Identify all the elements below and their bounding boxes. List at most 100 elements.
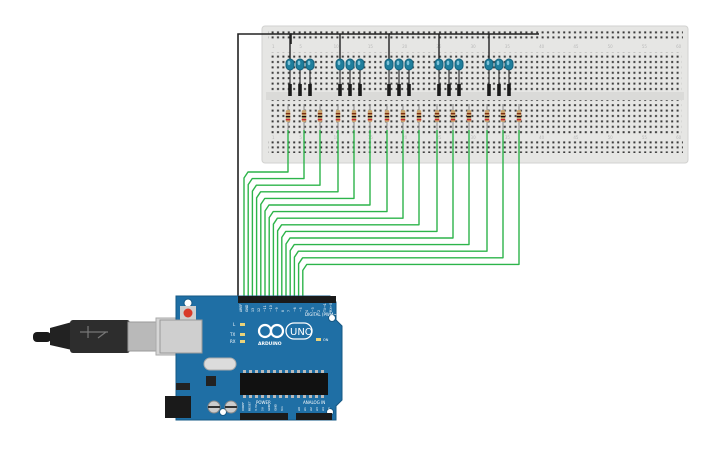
signal-wire bbox=[302, 130, 520, 298]
column-number: 35 bbox=[505, 44, 511, 49]
regulator bbox=[176, 383, 190, 390]
header-pin-label: GND bbox=[245, 304, 249, 312]
header-pin-label: 2 bbox=[317, 310, 321, 312]
diode bbox=[507, 84, 511, 96]
led-highlight bbox=[337, 60, 341, 66]
signal-wire bbox=[268, 130, 388, 298]
header-pin-label: AREF bbox=[239, 304, 243, 312]
resistor-band bbox=[466, 116, 472, 118]
brand-label: ARDUINO bbox=[258, 341, 282, 347]
column-number: 10 bbox=[334, 44, 340, 49]
crystal-oscillator bbox=[203, 357, 237, 371]
resistor-band bbox=[450, 116, 456, 118]
signal-wire bbox=[260, 130, 355, 298]
resistor-band bbox=[516, 119, 522, 121]
rgb-led bbox=[285, 58, 295, 71]
column-number: 50 bbox=[608, 135, 614, 140]
resistor-band bbox=[367, 116, 373, 118]
column-number: 55 bbox=[642, 44, 648, 49]
resistor-band bbox=[434, 113, 440, 115]
column-number: 5 bbox=[299, 135, 302, 140]
led-highlight bbox=[386, 60, 390, 66]
power-jack[interactable] bbox=[165, 396, 191, 418]
column-number: 20 bbox=[402, 135, 408, 140]
chip-pin bbox=[285, 395, 288, 398]
chip-pin bbox=[267, 370, 270, 373]
mount-hole bbox=[183, 298, 193, 308]
diode bbox=[288, 84, 292, 96]
power-pin-label: Vin bbox=[280, 406, 284, 411]
diode bbox=[387, 84, 391, 96]
column-number: 35 bbox=[505, 135, 511, 140]
led-highlight bbox=[436, 60, 440, 66]
led-l-label: L bbox=[233, 322, 236, 327]
led-highlight bbox=[307, 60, 311, 66]
rgb-led bbox=[434, 58, 444, 71]
usb-icon bbox=[80, 326, 108, 339]
signal-wire bbox=[281, 130, 438, 298]
signal-wire bbox=[272, 130, 404, 298]
on-label: ON bbox=[323, 338, 329, 342]
header-pin-label: ~3 bbox=[311, 307, 315, 312]
resistor-band bbox=[484, 119, 490, 121]
resistor-band bbox=[367, 119, 373, 121]
column-number: 20 bbox=[402, 44, 408, 49]
chip-pin bbox=[261, 395, 264, 398]
power-header bbox=[240, 413, 288, 420]
reset-button-cap[interactable] bbox=[183, 308, 193, 318]
breadboard-bottom-terminals bbox=[270, 100, 682, 134]
chip-pin bbox=[303, 395, 306, 398]
chip-pin bbox=[309, 395, 312, 398]
analog-pin-label: A5 bbox=[327, 407, 331, 411]
resistor-band bbox=[384, 119, 390, 121]
chip-pin bbox=[285, 370, 288, 373]
digital-label: DIGITAL (PWM~) bbox=[305, 312, 339, 317]
header-pin-label: 8 bbox=[281, 310, 285, 312]
resistor-band bbox=[516, 116, 522, 118]
analog-pin-label: A1 bbox=[303, 407, 307, 411]
header-pin-label: 12 bbox=[257, 308, 261, 312]
resistor-band bbox=[367, 113, 373, 115]
column-number: 1 bbox=[272, 44, 275, 49]
column-number: 50 bbox=[608, 44, 614, 49]
column-number: 40 bbox=[539, 44, 545, 49]
led-highlight bbox=[357, 60, 361, 66]
wires bbox=[237, 33, 539, 298]
breadboard[interactable]: 1155101015152020252530303535404045455050… bbox=[261, 25, 689, 164]
chip-pin bbox=[243, 395, 246, 398]
chip-pin bbox=[321, 370, 324, 373]
arduino-uno-board[interactable]: DIGITAL (PWM~) ARDUINO UNO L TX RX ON bbox=[159, 295, 343, 421]
led-highlight bbox=[347, 60, 351, 66]
resistor-band bbox=[450, 113, 456, 115]
power-pin-label: 5V bbox=[261, 406, 265, 411]
signal-wire bbox=[297, 130, 504, 298]
rgb-led bbox=[504, 58, 514, 71]
power-pin-label: RESET bbox=[248, 401, 252, 411]
power-label: POWER bbox=[256, 400, 271, 405]
led-highlight bbox=[446, 60, 450, 66]
column-number: 60 bbox=[676, 44, 682, 49]
chip-pin bbox=[303, 370, 306, 373]
led-highlight bbox=[396, 60, 400, 66]
resistor-band bbox=[400, 119, 406, 121]
resistor-band bbox=[450, 119, 456, 121]
column-number: 40 bbox=[539, 135, 545, 140]
arduino-logo: ARDUINO bbox=[257, 323, 285, 347]
column-number: 10 bbox=[334, 135, 340, 140]
breadboard-top-terminals bbox=[270, 52, 682, 92]
resistor-band bbox=[301, 113, 307, 115]
diode bbox=[497, 84, 501, 96]
resistor-band bbox=[351, 116, 357, 118]
signal-wire bbox=[255, 130, 339, 298]
column-number: 25 bbox=[436, 135, 442, 140]
resistor-band bbox=[301, 116, 307, 118]
chip-pin bbox=[255, 370, 258, 373]
rgb-led bbox=[305, 58, 315, 71]
led-highlight bbox=[456, 60, 460, 66]
analog-pin-label: A4 bbox=[321, 407, 325, 411]
header-pin-label: 4 bbox=[305, 310, 309, 312]
resistor-band bbox=[416, 119, 422, 121]
led-l-indicator bbox=[240, 323, 245, 326]
rgb-led bbox=[345, 58, 355, 71]
resistor-band bbox=[400, 116, 406, 118]
